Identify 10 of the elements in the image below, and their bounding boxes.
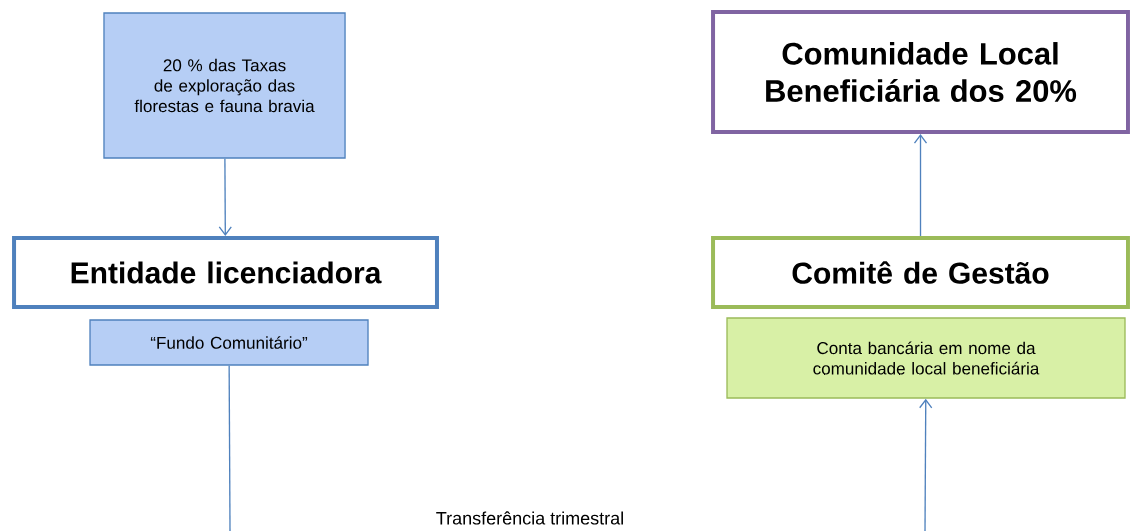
title-box: Comunidade Local Beneficiária dos 20% [711,10,1130,134]
arrow [913,134,928,237]
note-text: Transferência trimestral [436,511,623,525]
process-box: Conta bancária em nome da comunidade local beneficiária [726,317,1126,399]
arrow [919,398,933,531]
title-box: Entidade licenciadora [12,235,439,310]
arrow [218,158,232,236]
title-box: Comitê de Gestão [711,235,1130,310]
process-box: “Fundo Comunitário” [89,319,369,366]
process-box: 20 % das Taxas de exploração das florestas e fauna bravia [103,12,346,159]
